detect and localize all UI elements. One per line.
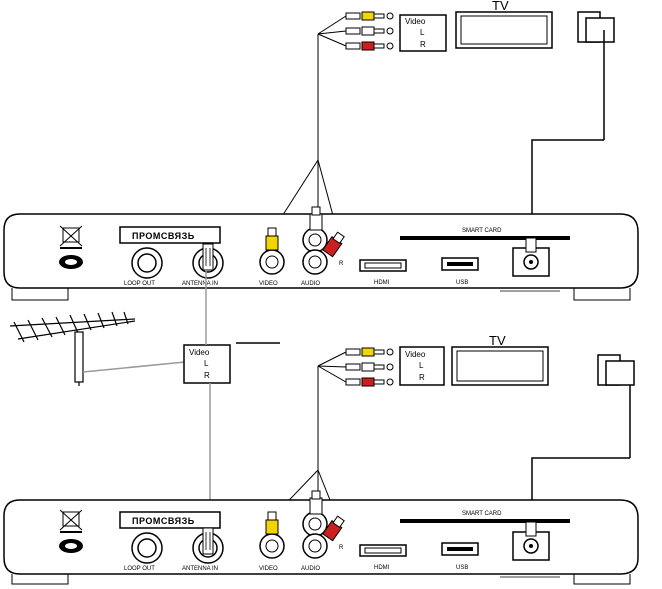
bottom-hdmi-port — [359, 544, 407, 557]
top-power-cable — [531, 139, 604, 240]
top-hdmi-port — [359, 259, 407, 272]
bottom-video-label: VIDEO — [259, 566, 278, 572]
top-audio-label: AUDIO — [301, 281, 320, 287]
bottom-tv-input-video: Video — [405, 350, 426, 359]
bottom-tv-input-panel: Video L R — [399, 346, 445, 386]
top-power-adapter-icon — [577, 11, 615, 140]
top-audio-r-mark: R — [339, 261, 344, 267]
top-video-label: VIDEO — [259, 281, 278, 287]
top-tv-label: TV — [492, 0, 509, 13]
top-usb-port — [441, 257, 479, 271]
top-brand-text: ПРОМСВЯЗЬ — [132, 231, 195, 241]
splitter-input-video: Video — [189, 348, 210, 357]
top-av-cable — [271, 15, 347, 235]
bottom-tv-input-r: R — [419, 373, 425, 382]
bottom-audio-r-mark: R — [339, 545, 344, 551]
top-tv-input-panel: Video L R — [399, 14, 447, 52]
bottom-tv-label: TV — [489, 333, 506, 348]
bottom-audio-ports — [302, 490, 345, 559]
splitter-input-l: L — [204, 359, 209, 368]
top-audio-ports — [302, 206, 345, 275]
bottom-weee-icon — [59, 509, 83, 533]
bottom-smart-card-slot — [400, 519, 570, 523]
bottom-brand-badge: ПРОМСВЯЗЬ — [119, 511, 221, 529]
bottom-power-adapter-icon — [597, 354, 635, 458]
top-antenna-in-label: ANTENNA IN — [182, 281, 218, 287]
top-smart-card-slot — [400, 236, 570, 240]
top-recycle-icon — [59, 255, 83, 269]
top-tv-icon — [455, 11, 553, 49]
bottom-video-port — [259, 511, 285, 559]
top-usb-label: USB — [456, 280, 468, 286]
splitter-input-r: R — [204, 371, 210, 380]
bottom-brand-text: ПРОМСВЯЗЬ — [132, 516, 195, 526]
top-smart-card-label: SMART CARD — [462, 228, 502, 234]
top-brand-badge: ПРОМСВЯЗЬ — [119, 226, 221, 244]
bottom-av-cable — [271, 351, 347, 521]
bottom-smart-card-label: SMART CARD — [462, 511, 502, 517]
bottom-usb-port — [441, 542, 479, 556]
bottom-loop-out-port — [131, 532, 163, 564]
bottom-recycle-icon — [59, 539, 83, 553]
top-antenna-in-port — [192, 243, 224, 279]
bottom-tv-input-l: L — [419, 361, 424, 370]
bottom-antenna-in-label: ANTENNA IN — [182, 566, 218, 572]
top-tv-input-l: L — [420, 28, 425, 37]
bottom-power-socket — [512, 521, 550, 561]
top-video-port — [259, 227, 285, 275]
top-tv-input-r: R — [420, 40, 426, 49]
top-tv-input-video: Video — [405, 17, 426, 26]
bottom-tv-icon — [451, 346, 549, 386]
top-weee-icon — [59, 225, 83, 249]
bottom-loop-out-label: LOOP OUT — [124, 566, 155, 572]
bottom-audio-label: AUDIO — [301, 566, 320, 572]
top-loop-out-port — [131, 247, 163, 279]
top-loop-out-label: LOOP OUT — [124, 281, 155, 287]
bottom-rca-plugs — [345, 347, 385, 387]
bottom-antenna-in-port — [192, 527, 224, 564]
top-rca-plugs — [345, 11, 385, 51]
splitter-box: Video L R — [183, 344, 231, 384]
bottom-usb-label: USB — [456, 565, 468, 571]
bottom-hdmi-label: HDMI — [374, 565, 390, 571]
antenna-cable — [82, 361, 186, 373]
top-power-socket — [512, 237, 550, 277]
antenna-icon — [9, 311, 136, 386]
top-hdmi-label: HDMI — [374, 280, 390, 286]
